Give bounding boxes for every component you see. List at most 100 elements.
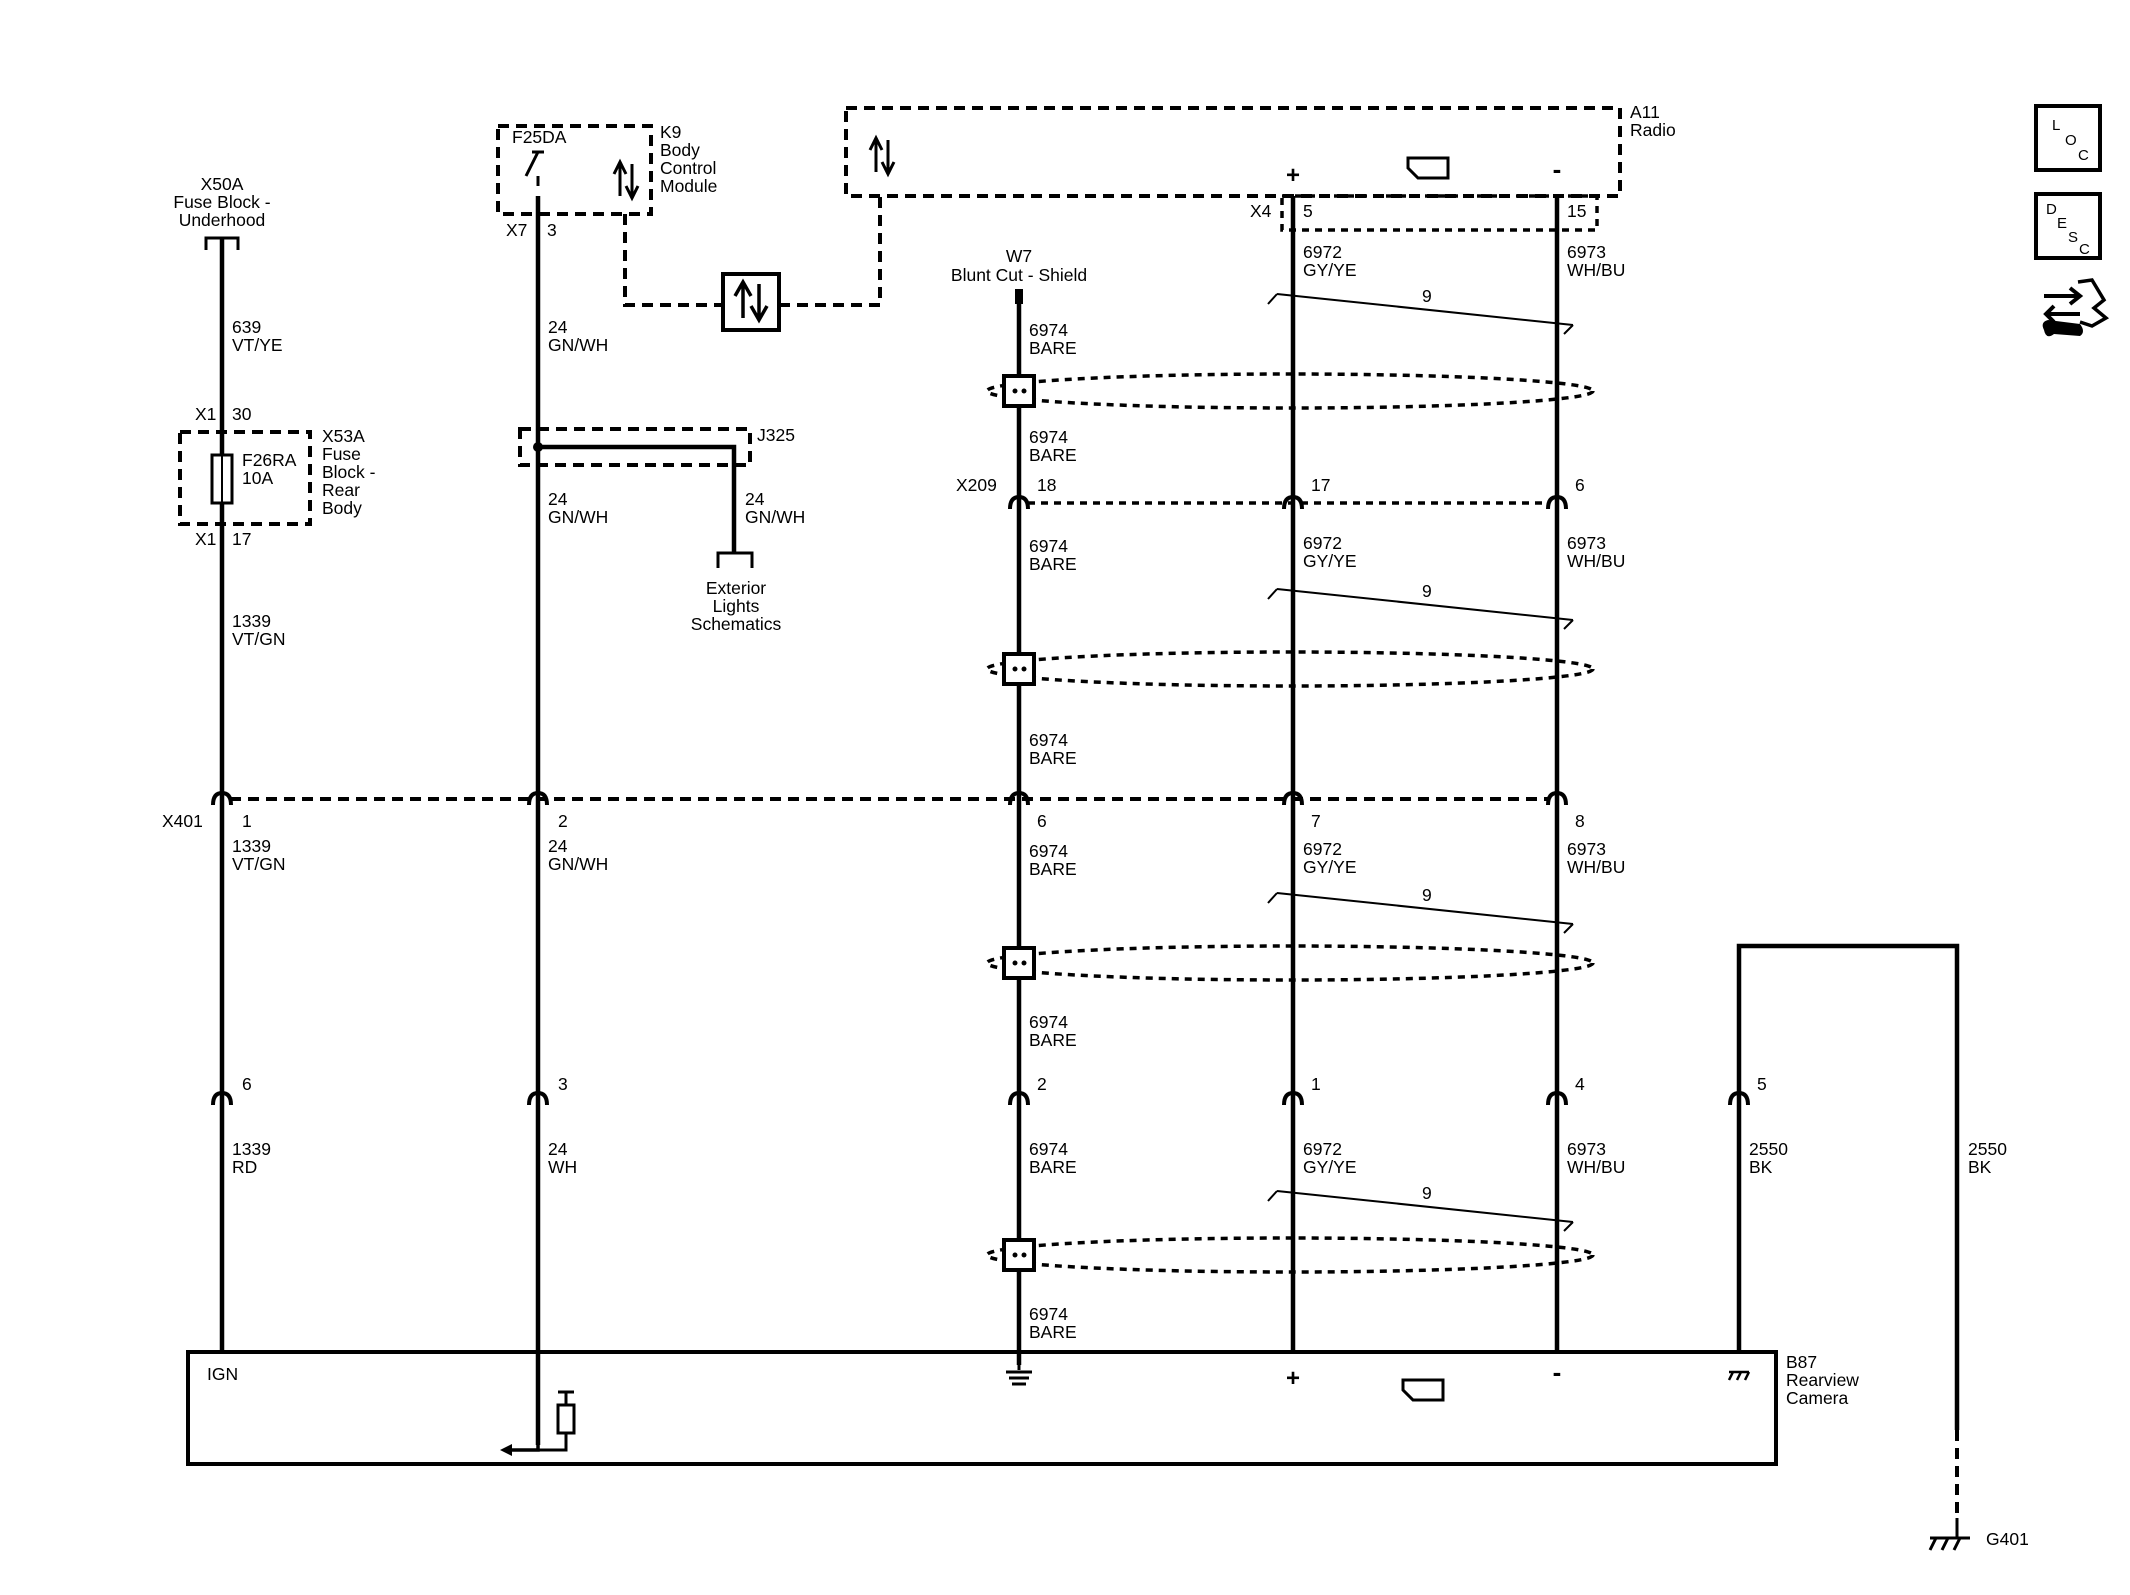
svg-text:Rear: Rear [322,480,360,500]
svg-text:L: L [2052,117,2060,134]
loc-button[interactable]: L O C [2034,104,2102,172]
svg-text:RD: RD [232,1157,257,1177]
a11-radio: A11 Radio + - X4 5 15 [844,102,1676,232]
svg-text:BARE: BARE [1029,859,1077,879]
svg-text:24: 24 [548,836,568,856]
twisted-pair-markers: 9 9 9 9 [985,286,1595,1274]
svg-text:1339: 1339 [232,836,271,856]
svg-text:6: 6 [1037,811,1047,831]
ground-icon [1928,1518,1970,1551]
data-arrows-icon [612,158,640,202]
svg-text:BK: BK [1749,1157,1773,1177]
svg-text:6974: 6974 [1029,1139,1068,1159]
svg-text:-: - [1553,1357,1562,1387]
svg-text:S: S [2068,229,2078,246]
svg-text:BARE: BARE [1029,554,1077,574]
svg-text:9: 9 [1422,581,1432,601]
svg-text:6972: 6972 [1303,839,1342,859]
svg-text:F25DA: F25DA [512,127,567,147]
b87-rearview-camera: IGN B87 Rearview Camera + - [186,1350,1859,1466]
svg-text:Schematics: Schematics [691,614,782,634]
svg-text:BK: BK [1968,1157,1992,1177]
svg-text:BARE: BARE [1029,1322,1077,1342]
camera-video-icon [1406,156,1450,180]
svg-text:3: 3 [547,220,557,240]
svg-text:GN/WH: GN/WH [548,854,608,874]
svg-text:18: 18 [1037,475,1056,495]
svg-text:WH/BU: WH/BU [1567,551,1625,571]
svg-text:2: 2 [1037,1074,1047,1094]
svg-text:C: C [2079,241,2090,258]
svg-text:5: 5 [1303,201,1313,221]
svg-text:639: 639 [232,317,261,337]
svg-text:6: 6 [242,1074,252,1094]
svg-text:BARE: BARE [1029,338,1077,358]
data-arrows-icon [868,134,896,178]
svg-text:6974: 6974 [1029,1304,1068,1324]
svg-text:4: 4 [1575,1074,1585,1094]
svg-text:24: 24 [745,489,765,509]
svg-text:+: + [1286,162,1300,189]
svg-text:3: 3 [558,1074,568,1094]
svg-text:Block -: Block - [322,462,376,482]
svg-text:6974: 6974 [1029,730,1068,750]
svg-text:WH/BU: WH/BU [1567,260,1625,280]
svg-text:1339: 1339 [232,1139,271,1159]
svg-text:6972: 6972 [1303,1139,1342,1159]
svg-text:1: 1 [1311,1074,1321,1094]
svg-text:J325: J325 [757,425,795,445]
svg-text:D: D [2046,201,2057,218]
svg-text:24: 24 [548,489,568,509]
svg-text:6974: 6974 [1029,320,1068,340]
svg-text:GN/WH: GN/WH [548,335,608,355]
service-tools-icon[interactable] [2042,278,2110,337]
svg-text:X209: X209 [956,475,997,495]
svg-text:Control: Control [660,158,716,178]
svg-text:+: + [1286,1365,1300,1392]
svg-text:VT/GN: VT/GN [232,854,285,874]
svg-text:WH/BU: WH/BU [1567,1157,1625,1177]
svg-text:O: O [2065,132,2077,149]
svg-text:6972: 6972 [1303,242,1342,262]
svg-text:24: 24 [548,317,568,337]
svg-text:BARE: BARE [1029,748,1077,768]
svg-text:GY/YE: GY/YE [1303,1157,1357,1177]
svg-text:17: 17 [232,529,251,549]
svg-text:Body: Body [322,498,362,518]
svg-text:WH/BU: WH/BU [1567,857,1625,877]
svg-text:6973: 6973 [1567,839,1606,859]
j325-splice [518,427,752,467]
camera-ground-circuit: 2550 BK 2550 BK G401 [1736,943,2029,1551]
svg-text:X401: X401 [162,811,203,831]
svg-text:-: - [1553,154,1562,184]
svg-text:7: 7 [1311,811,1321,831]
svg-text:8: 8 [1575,811,1585,831]
svg-text:X53A: X53A [322,426,365,446]
svg-text:Blunt Cut - Shield: Blunt Cut - Shield [951,265,1087,285]
svg-text:6974: 6974 [1029,841,1068,861]
svg-text:GY/YE: GY/YE [1303,260,1357,280]
svg-text:Fuse Block -: Fuse Block - [173,192,270,212]
svg-text:G401: G401 [1986,1529,2029,1549]
svg-text:9: 9 [1422,885,1432,905]
svg-text:17: 17 [1311,475,1330,495]
svg-text:Radio: Radio [1630,120,1676,140]
video-positive-circuit: 6972 GY/YE 6972 GY/YE 6972 GY/YE 6972 GY… [1290,196,1357,1352]
svg-text:24: 24 [548,1139,568,1159]
svg-text:BARE: BARE [1029,1030,1077,1050]
svg-text:Camera: Camera [1786,1388,1849,1408]
svg-text:Exterior: Exterior [706,578,766,598]
svg-text:BARE: BARE [1029,445,1077,465]
svg-text:Underhood: Underhood [179,210,266,230]
k9-body-control-module: F25DA K9 Body Control Module X7 3 [496,122,717,240]
svg-text:GN/WH: GN/WH [548,507,608,527]
svg-text:X50A: X50A [201,174,244,194]
desc-button[interactable]: D E S C [2034,192,2102,260]
svg-text:X7: X7 [506,220,527,240]
svg-text:Fuse: Fuse [322,444,361,464]
x401-inline-connector: X401 1 2 6 7 8 [162,791,1585,831]
reverse-input-icon [500,1352,576,1456]
x50a-fuse-block-underhood: X50A Fuse Block - Underhood [173,174,271,250]
x209-inline-connector: X209 18 17 6 [956,475,1585,511]
